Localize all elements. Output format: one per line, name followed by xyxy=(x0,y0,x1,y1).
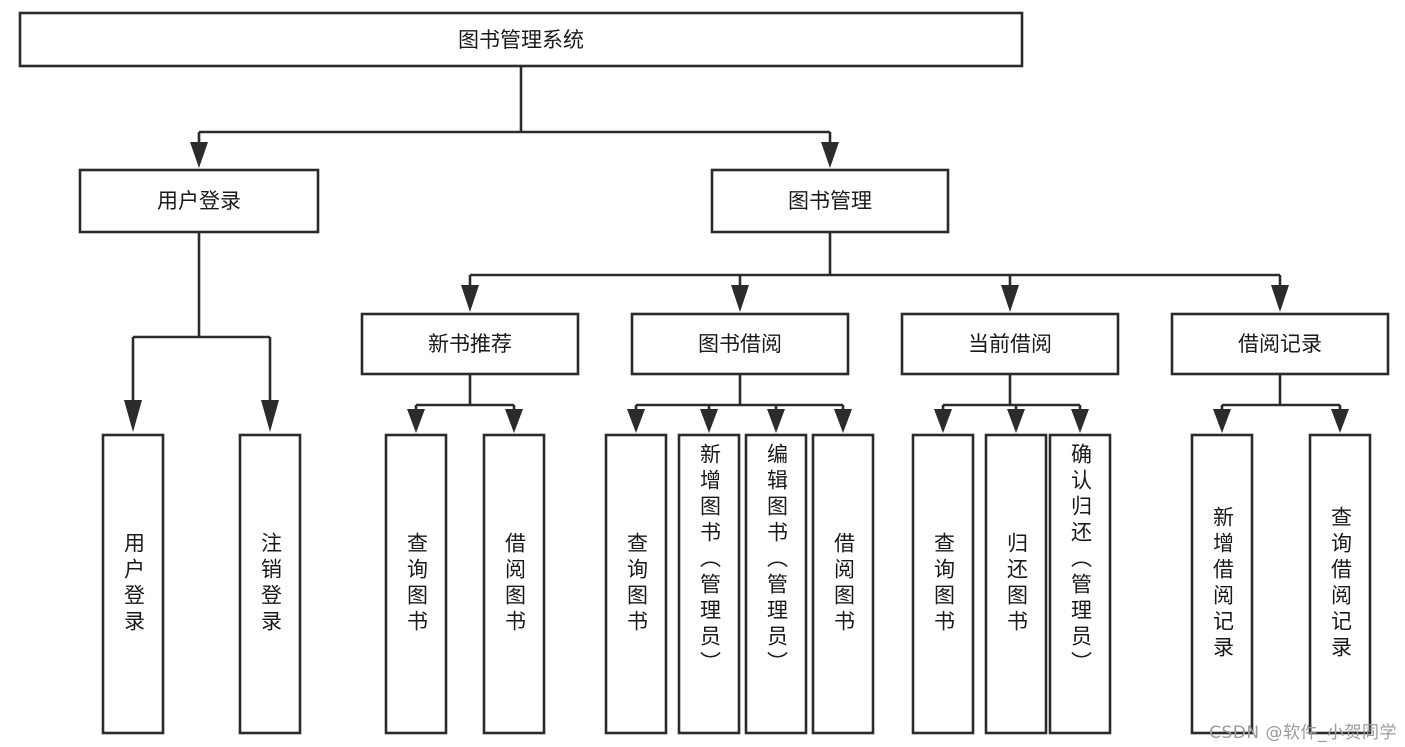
node-new-book-rec-box[interactable] xyxy=(360,312,580,376)
connector-group-new-book-rec xyxy=(407,374,523,433)
connector-group-book-borrow xyxy=(627,374,852,433)
arrow-head-icon xyxy=(1331,409,1349,433)
node-root-box[interactable] xyxy=(18,11,1024,68)
node-leaf-borrow-book-2-box[interactable] xyxy=(811,433,875,735)
connector-group-borrow-record xyxy=(1213,374,1349,433)
arrow-head-icon xyxy=(1001,285,1019,312)
node-new-book-rec[interactable]: 新书推荐 xyxy=(360,312,580,376)
node-book-manage-box[interactable] xyxy=(710,168,950,234)
node-leaf-add-record-box[interactable] xyxy=(1190,433,1254,735)
arrow-head-icon xyxy=(461,285,479,312)
node-leaf-user-login-box[interactable] xyxy=(101,433,165,735)
connector-group-book-manage xyxy=(461,232,1289,312)
node-book-manage[interactable]: 图书管理 xyxy=(710,168,950,234)
arrow-head-icon xyxy=(731,285,749,312)
node-current-borrow-box[interactable] xyxy=(900,312,1120,376)
node-borrow-record-box[interactable] xyxy=(1170,312,1390,376)
arrow-head-icon xyxy=(821,142,839,168)
arrow-head-icon xyxy=(190,142,208,168)
arrow-head-icon xyxy=(1213,409,1231,433)
node-leaf-query-record-box[interactable] xyxy=(1308,433,1372,735)
node-leaf-query-book-2-box[interactable] xyxy=(604,433,668,735)
node-leaf-add-book-box[interactable] xyxy=(677,433,741,735)
node-leaf-query-book-3-box[interactable] xyxy=(911,433,975,735)
arrow-head-icon xyxy=(407,409,425,433)
node-leaf-confirm-return-box[interactable] xyxy=(1048,433,1112,735)
node-current-borrow[interactable]: 当前借阅 xyxy=(900,312,1120,376)
node-leaf-borrow-book-1-box[interactable] xyxy=(482,433,546,735)
node-user-login-box[interactable] xyxy=(78,168,320,234)
node-book-borrow-label: 图书借阅 xyxy=(698,332,782,356)
leaf-boxes xyxy=(101,433,1372,735)
node-borrow-record-label: 借阅记录 xyxy=(1238,332,1322,356)
node-current-borrow-label: 当前借阅 xyxy=(968,332,1052,356)
node-root[interactable]: 图书管理系统 xyxy=(18,11,1024,68)
arrow-head-icon xyxy=(767,409,785,433)
arrow-head-icon xyxy=(124,400,142,432)
arrow-head-icon xyxy=(700,409,718,433)
arrow-head-icon xyxy=(505,409,523,433)
connector-group-root xyxy=(190,66,839,168)
arrow-head-icon xyxy=(1271,285,1289,312)
node-book-manage-label: 图书管理 xyxy=(788,189,872,213)
node-leaf-query-book-1-box[interactable] xyxy=(384,433,448,735)
node-new-book-rec-label: 新书推荐 xyxy=(428,332,512,356)
connector-group-user-login xyxy=(124,232,279,432)
arrow-head-icon xyxy=(1071,409,1089,433)
arrow-head-icon xyxy=(1007,409,1025,433)
arrow-head-icon xyxy=(627,409,645,433)
arrow-head-icon xyxy=(934,409,952,433)
node-book-borrow[interactable]: 图书借阅 xyxy=(630,312,850,376)
arrow-head-icon xyxy=(834,409,852,433)
node-root-label: 图书管理系统 xyxy=(458,28,584,52)
connector-group-current-borrow xyxy=(934,374,1089,433)
node-borrow-record[interactable]: 借阅记录 xyxy=(1170,312,1390,376)
node-leaf-return-book-box[interactable] xyxy=(984,433,1048,735)
arrow-head-icon xyxy=(261,400,279,432)
node-leaf-edit-book-box[interactable] xyxy=(744,433,808,735)
node-user-login-label: 用户登录 xyxy=(157,189,241,213)
node-leaf-logout-box[interactable] xyxy=(238,433,302,735)
watermark-label: CSDN @软件_小贺同学 xyxy=(1209,723,1397,743)
node-user-login[interactable]: 用户登录 xyxy=(78,168,320,234)
node-book-borrow-box[interactable] xyxy=(630,312,850,376)
